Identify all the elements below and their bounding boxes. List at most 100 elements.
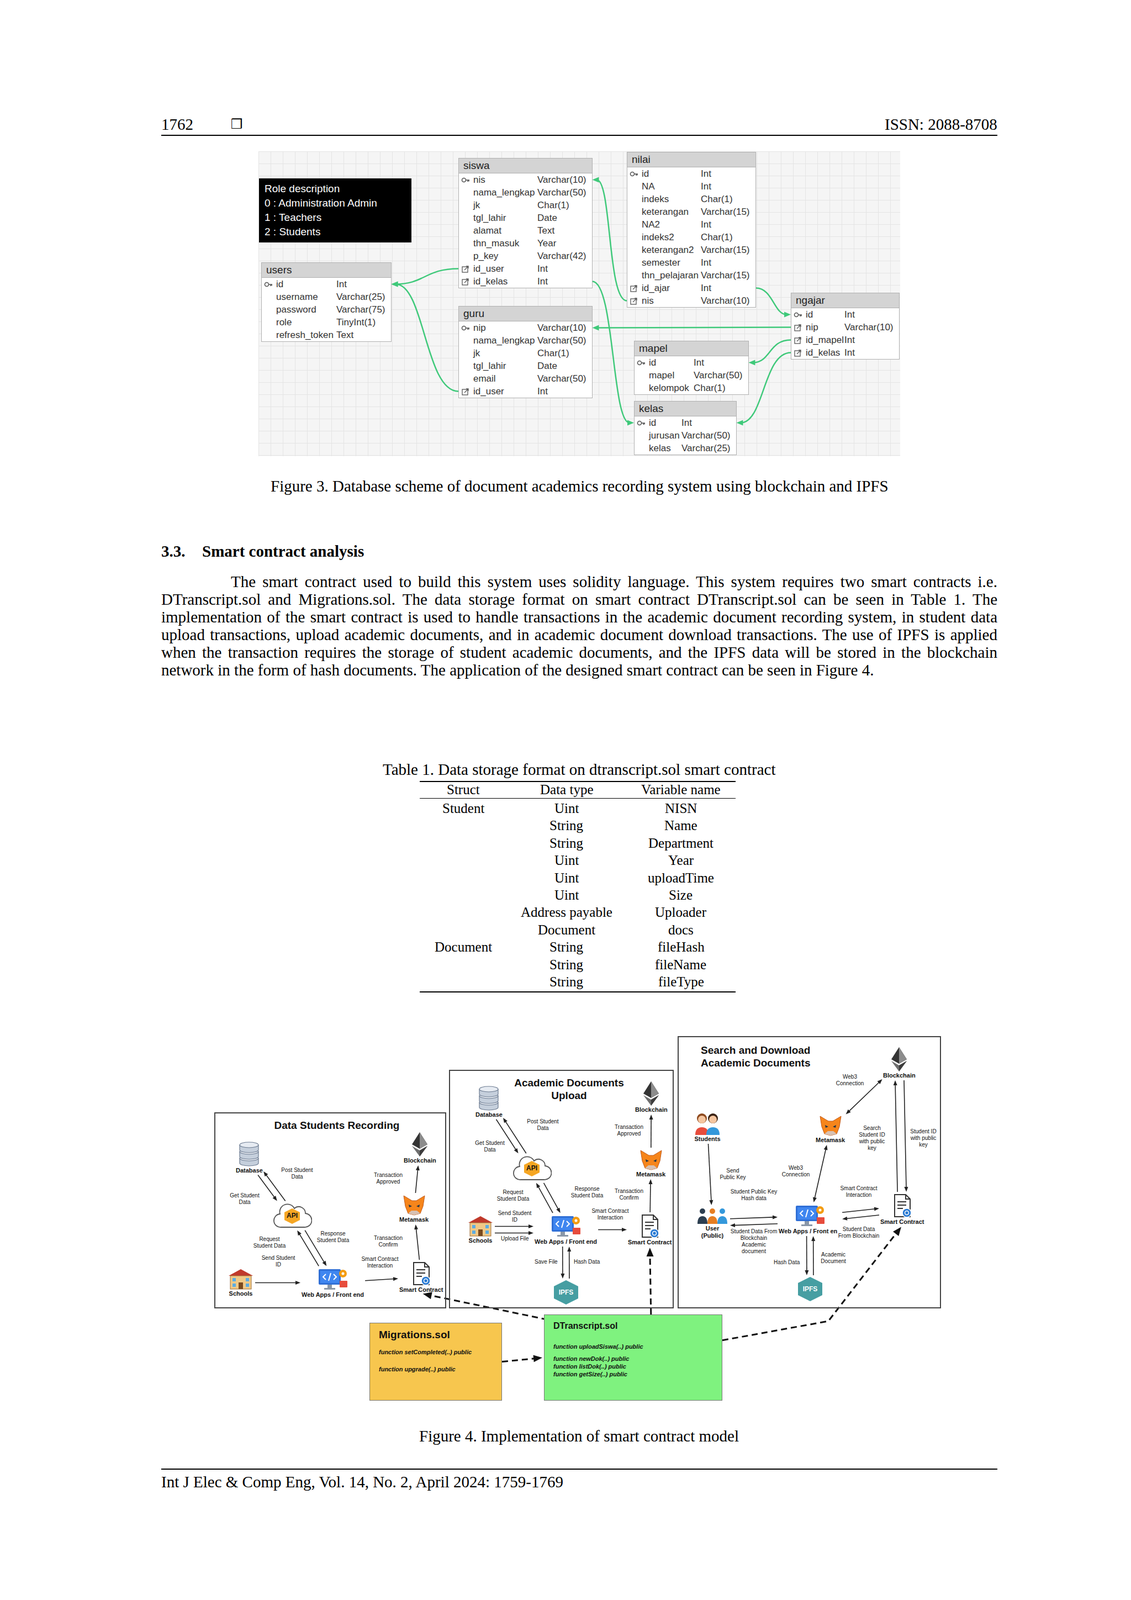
arrowhead xyxy=(627,420,634,426)
field-name: thn_masuk xyxy=(473,236,538,250)
field-name: nip xyxy=(473,321,538,335)
dashed-arrow xyxy=(722,1226,902,1340)
link-symbol xyxy=(793,348,803,358)
icon-graphic xyxy=(794,1203,826,1228)
key-symbol xyxy=(629,169,639,179)
icon-node: Blockchain xyxy=(883,1046,916,1080)
field-type: Varchar(42) xyxy=(537,249,587,263)
icon xyxy=(227,1267,255,1291)
flow-line xyxy=(895,1084,898,1192)
icon xyxy=(477,1085,500,1112)
contract-box: DTranscript.solfunction uploadSiswa(..) … xyxy=(543,1314,723,1401)
icon-node: Metamask xyxy=(815,1114,845,1144)
flow-line xyxy=(812,1239,815,1276)
edge-label: Web3 Connection xyxy=(779,1164,812,1178)
flow-line xyxy=(842,1208,876,1213)
relation-path xyxy=(395,268,459,285)
arrowhead xyxy=(649,1114,654,1120)
arrowhead xyxy=(528,1224,534,1229)
field-name: indeks2 xyxy=(641,230,701,244)
table-fields: nipVarchar(10)nama_lengkapVarchar(50)jkC… xyxy=(458,321,593,398)
link-symbol xyxy=(793,335,803,345)
field-type: Varchar(15) xyxy=(700,205,750,219)
arrowhead xyxy=(556,1207,560,1214)
flow-line xyxy=(733,1223,778,1226)
icon-node: Smart Contract xyxy=(880,1192,924,1226)
edge-label: Search Student ID with public key xyxy=(853,1124,891,1152)
field-type: Int xyxy=(700,180,750,193)
flow-arrow xyxy=(812,1144,828,1203)
flow-arrow xyxy=(494,1224,534,1229)
icon-graphic xyxy=(317,1266,349,1292)
field-name: id_kelas xyxy=(473,275,538,288)
arrowhead xyxy=(263,1171,268,1177)
edge-label: Transaction Approved xyxy=(611,1123,647,1138)
field-name: NA2 xyxy=(641,218,701,231)
field-name: NA xyxy=(641,180,701,193)
field-name: mapel xyxy=(648,368,694,382)
field-type: Int xyxy=(700,218,750,231)
field-type: Char(1) xyxy=(537,198,587,212)
flow-arrow xyxy=(730,1223,778,1228)
table-cell: Uint xyxy=(554,870,579,886)
field-name: keterangan xyxy=(641,205,701,219)
table-cell: docs xyxy=(668,922,694,938)
icon-graphic xyxy=(818,1114,843,1137)
ipfs-label: IPFS xyxy=(796,1276,824,1302)
edge-label: Web3 Connection xyxy=(833,1073,866,1087)
flow-arrow xyxy=(842,1206,880,1213)
key-icon xyxy=(793,346,806,359)
relation-path xyxy=(753,340,792,363)
link-symbol xyxy=(461,387,470,396)
key-icon xyxy=(636,441,649,455)
icon xyxy=(693,1112,722,1136)
ipfs-label: IPFS xyxy=(552,1279,580,1305)
dashed-line xyxy=(501,1358,535,1362)
table-cell: String xyxy=(549,835,584,852)
flow-arrow xyxy=(255,1280,301,1285)
key-icon xyxy=(793,333,806,347)
key-icon xyxy=(629,180,642,193)
arrowhead xyxy=(297,1230,302,1236)
icon-label: Database xyxy=(475,1111,503,1119)
table-fields: idIntNAIntindeksChar(1)keteranganVarchar… xyxy=(627,167,756,308)
legend-title: Role description xyxy=(264,181,406,197)
relation-path xyxy=(756,288,787,315)
key-icon xyxy=(793,320,806,334)
table-rule xyxy=(419,991,736,993)
flow-arrow xyxy=(414,1224,420,1260)
arrowhead xyxy=(414,1224,419,1230)
key-icon xyxy=(629,167,642,181)
field-name: nis xyxy=(641,294,701,308)
flow-arrow xyxy=(536,1182,553,1213)
icon-label: Students xyxy=(694,1135,721,1143)
field-type: Char(1) xyxy=(537,346,587,360)
table-cell: uploadTime xyxy=(647,870,715,886)
function-signature: function setCompleted(..) public xyxy=(378,1348,493,1356)
arrowhead xyxy=(892,1226,902,1236)
link-symbol xyxy=(793,323,803,332)
icon xyxy=(794,1203,826,1228)
table-name: guru xyxy=(458,306,593,322)
flow-arrow xyxy=(649,1114,654,1148)
figure-caption: Figure 3. Database scheme of document ac… xyxy=(270,477,889,495)
icon-node: Smart Contract xyxy=(627,1213,672,1246)
icon xyxy=(317,1266,349,1292)
icon-node: API xyxy=(511,1154,552,1182)
table-name: ngajar xyxy=(791,293,900,309)
role-entry: 1 : Teachers xyxy=(264,210,406,225)
field-name: kelompok xyxy=(648,381,694,395)
link-symbol xyxy=(629,296,639,306)
flow-arrow xyxy=(598,1227,627,1232)
database-table: usersidIntusernameVarchar(25)passwordVar… xyxy=(261,262,392,342)
key-icon xyxy=(263,290,277,304)
icon xyxy=(402,1193,427,1217)
edge-label: Post Student Data xyxy=(524,1118,562,1132)
function-signature: function newDok(..) public xyxy=(553,1354,713,1363)
key-icon xyxy=(629,268,642,282)
field-type: Varchar(25) xyxy=(681,441,731,455)
icon xyxy=(410,1260,433,1287)
edge-label: Send Student ID xyxy=(496,1209,533,1224)
field-name: alamat xyxy=(473,224,538,237)
key-icon xyxy=(263,277,277,291)
